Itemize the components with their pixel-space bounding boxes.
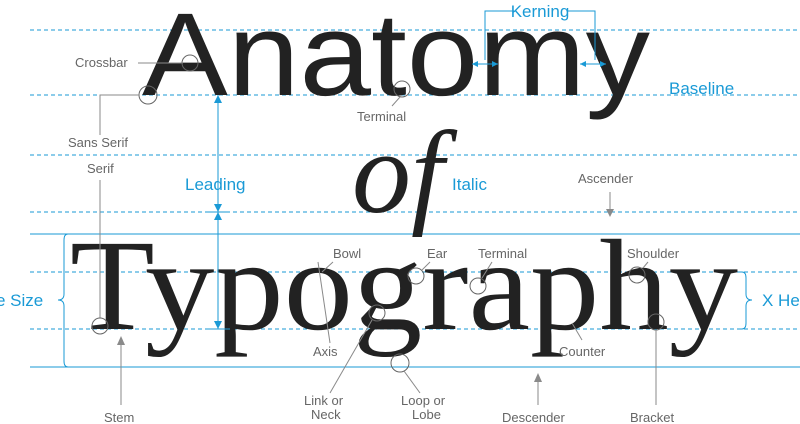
kerning-label: Kerning <box>511 2 570 21</box>
bracket-label: Bracket <box>630 410 674 424</box>
leading-label: Leading <box>185 175 246 194</box>
shoulder-label: Shoulder <box>627 246 680 261</box>
serif-label: Serif <box>87 161 114 176</box>
type-size-label: e Size <box>0 291 43 310</box>
stem-arrowhead <box>117 336 125 345</box>
counter-label: Counter <box>559 344 606 359</box>
sans-serif-label: Sans Serif <box>68 135 128 150</box>
loop-lobe-label-line2: Lobe <box>412 407 441 422</box>
ear-label: Ear <box>427 246 448 261</box>
x-height-brace <box>738 271 753 330</box>
leading-arrowheads <box>214 95 222 329</box>
link-neck-label-line1: Link or <box>304 393 344 408</box>
descender-arrowhead <box>534 373 542 382</box>
terminal-bottom-callout-circle <box>469 277 487 295</box>
terminal-bottom-label: Terminal <box>478 246 527 261</box>
terminal-top-label: Terminal <box>357 109 406 124</box>
leading-marker <box>206 95 230 330</box>
kerning-arrowheads <box>472 61 606 67</box>
word-typography: Typography <box>70 214 738 358</box>
bowl-label: Bowl <box>333 246 361 261</box>
guide-lines <box>30 29 800 368</box>
ear-callout-circle <box>407 267 425 285</box>
axis-label: Axis <box>313 344 338 359</box>
link-neck-label-line2: Neck <box>311 407 341 422</box>
stem-label: Stem <box>104 410 134 424</box>
axis-line <box>317 261 331 344</box>
shoulder-callout-circle <box>628 266 646 284</box>
italic-label: Italic <box>452 175 487 194</box>
descender-label: Descender <box>502 410 566 424</box>
crossbar-label: Crossbar <box>75 55 128 70</box>
ascender-arrowhead <box>606 209 614 217</box>
ascender-label: Ascender <box>578 171 634 186</box>
serif-callout-circle <box>91 317 109 335</box>
x-height-label: X He <box>762 291 800 310</box>
word-of: of <box>352 107 458 238</box>
baseline-label: Baseline <box>669 79 734 98</box>
loop-lobe-callout-circle <box>390 353 410 373</box>
terminal-top-callout-circle <box>393 80 411 98</box>
link-neck-callout-circle <box>368 304 386 322</box>
loop-lobe-label-line1: Loop or <box>401 393 446 408</box>
type-size-brace <box>57 233 72 368</box>
crossbar-callout-circle <box>181 54 199 72</box>
